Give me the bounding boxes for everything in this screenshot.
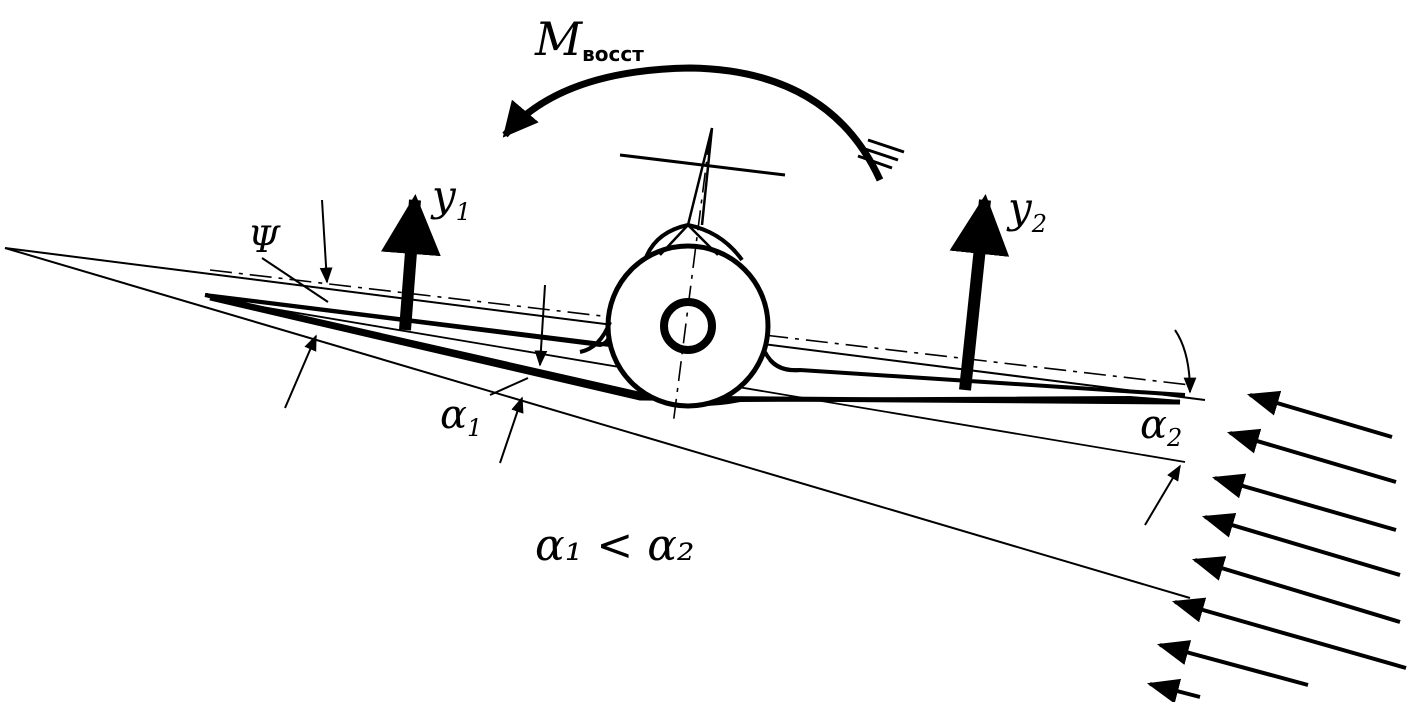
alpha2-arrow-up: [1144, 464, 1181, 526]
labels: Mвосст y1 y2 Ψ α1 α2 α₁ < α₂: [248, 12, 1182, 571]
alpha2-label: α2: [1140, 402, 1182, 452]
upper-reference-line: [4, 247, 1206, 401]
stabilizer: [619, 153, 786, 177]
airflow-arrow: [1226, 428, 1397, 484]
lower-reference-line: [4, 247, 1191, 599]
psi-leader: [261, 257, 329, 303]
airflow-arrows: [1146, 390, 1407, 702]
psi-arrow-up: [284, 334, 317, 409]
alpha2-arrow-down: [1174, 329, 1197, 394]
airflow-arrow: [1171, 597, 1407, 670]
airflow-arrow: [1146, 678, 1201, 702]
wing-lower-edge: [209, 295, 1181, 405]
moment-label: Mвосст: [534, 12, 644, 66]
moment-arc: [502, 64, 884, 182]
lift-left-label: y1: [430, 171, 471, 226]
airflow-arrow: [1156, 640, 1309, 687]
angle-indicators: [261, 199, 1197, 526]
lift-arrow-left: [380, 194, 441, 331]
airflow-arrow: [1211, 473, 1397, 532]
psi-arrow-down: [319, 199, 333, 284]
symmetry-axis: [672, 134, 711, 426]
lift-forces: [380, 194, 1010, 391]
airflow-arrow: [1246, 390, 1393, 439]
alpha1-leader: [489, 377, 529, 396]
moment-arc-tail: [857, 138, 905, 170]
airflow-arrow: [1191, 556, 1401, 624]
alpha1-label: α1: [440, 392, 482, 442]
relation-label: α₁ < α₂: [535, 520, 695, 571]
right-fairing: [763, 351, 801, 373]
lift-arrow-right: [949, 194, 1010, 391]
psi-label: Ψ: [248, 220, 281, 261]
alpha1-arrow-down: [534, 284, 548, 367]
tail-fin: [686, 127, 714, 226]
left-fairing: [579, 321, 612, 354]
lift-right-label: y2: [1006, 183, 1047, 238]
restoring-moment: [502, 64, 905, 182]
alpha1-arrow-up: [499, 396, 524, 464]
airplane: [204, 127, 1186, 426]
airflow-arrow: [1201, 512, 1401, 577]
hub-ring: [660, 298, 716, 354]
